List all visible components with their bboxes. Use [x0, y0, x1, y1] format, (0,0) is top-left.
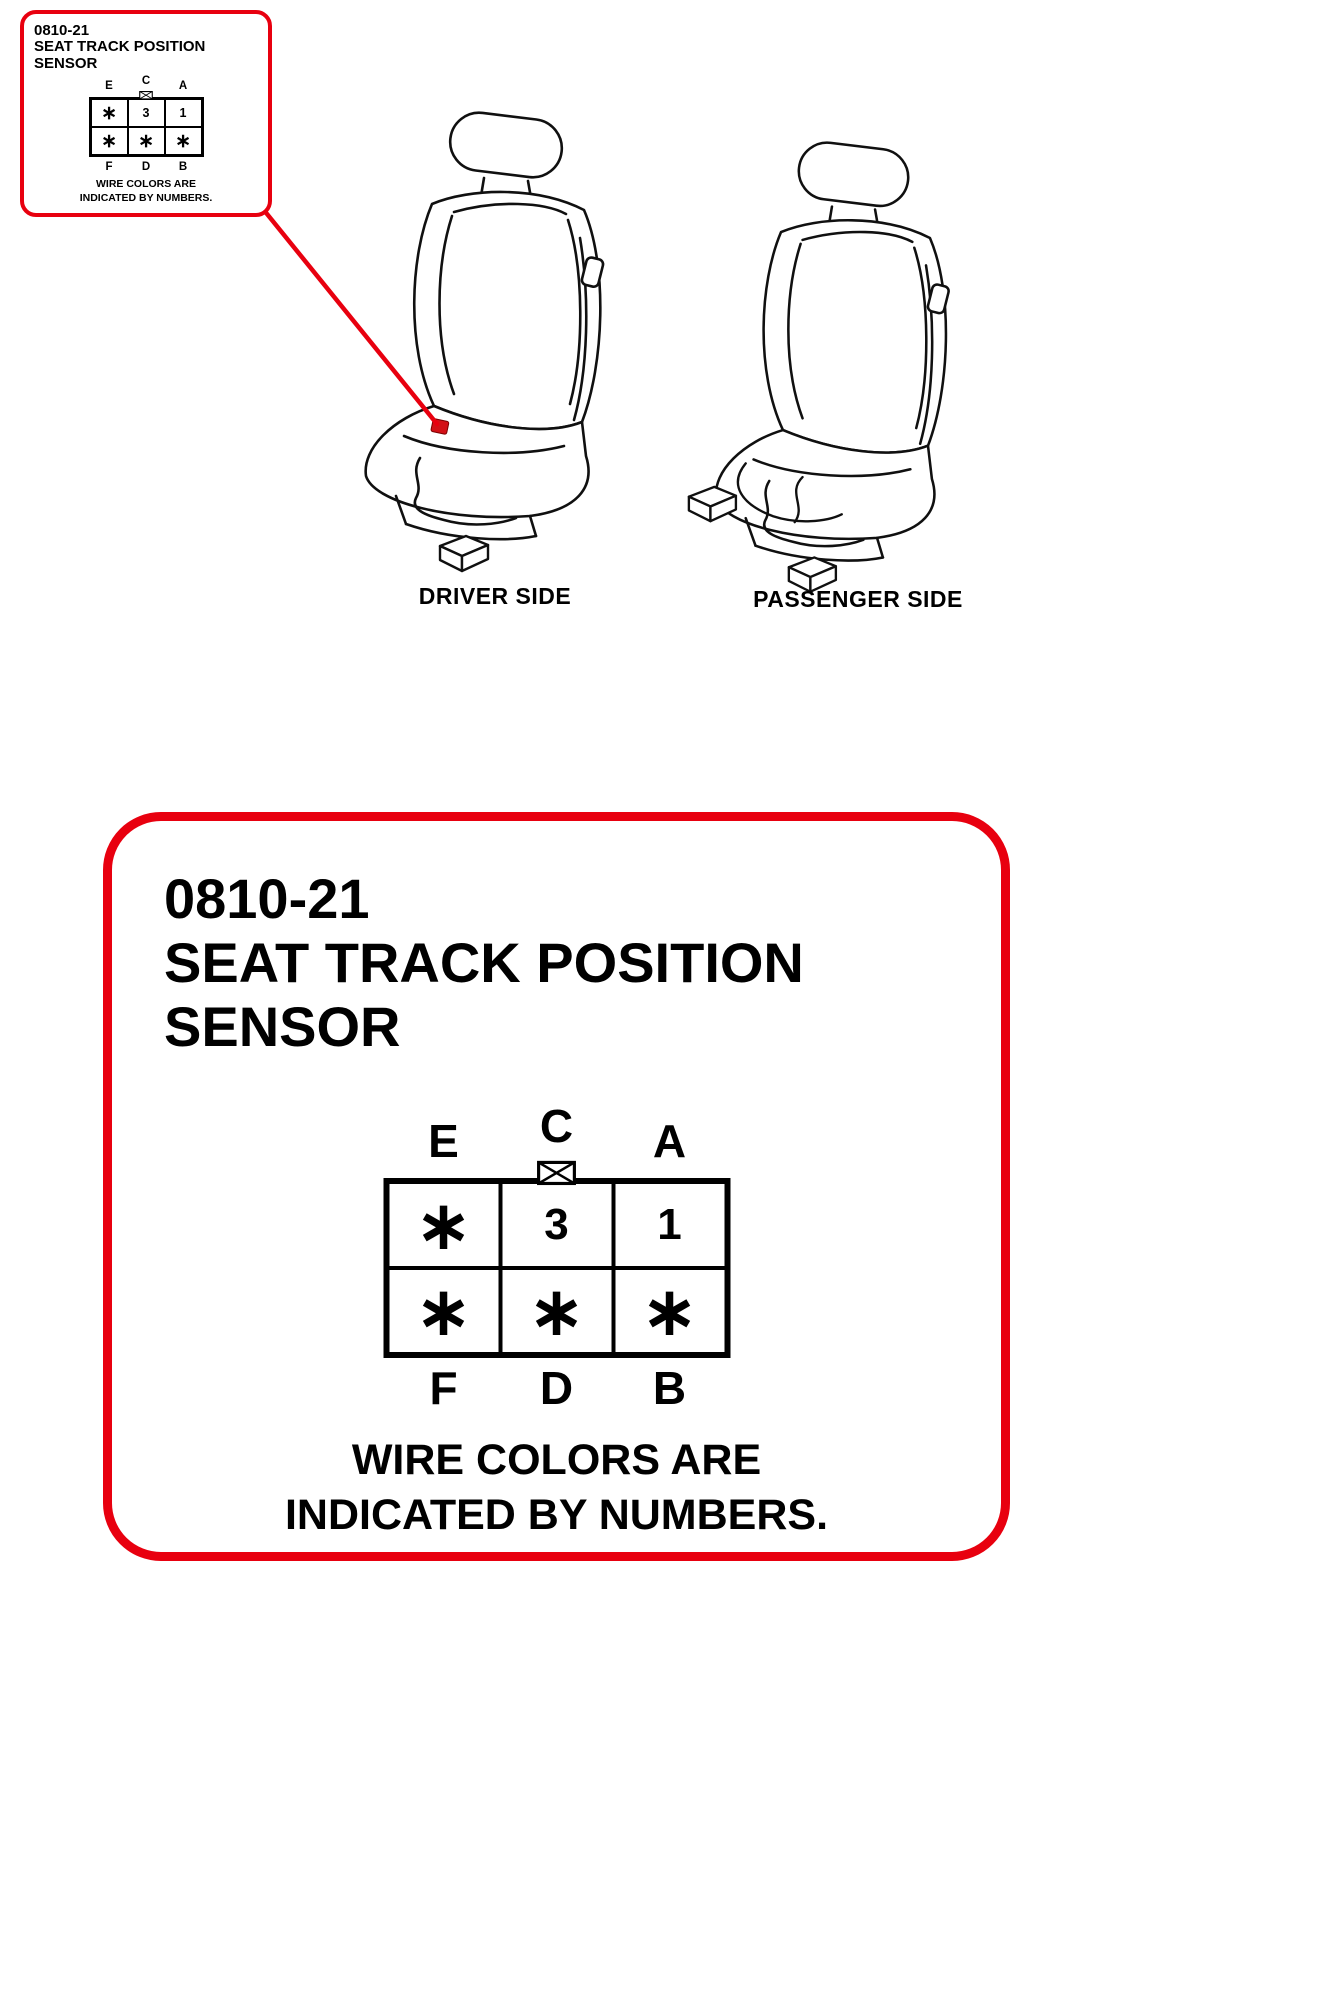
main-title-line2: SENSOR [164, 994, 401, 1058]
seats-illustration [260, 0, 1317, 660]
inset-connector-pinout: E C A ∗ 3 1 ∗ ∗ ∗ F [34, 75, 258, 173]
main-heading: 0810-21 SEAT TRACK POSITION SENSOR [164, 867, 804, 1058]
pin-cell-f: ∗ [387, 1268, 500, 1355]
pin-label-a: A [178, 79, 188, 92]
inset-note: WIRE COLORS ARE INDICATED BY NUMBERS. [34, 178, 258, 205]
main-pin-bottom-labels: F D B [387, 1362, 726, 1415]
pin-label-d: D [539, 1362, 574, 1415]
pin-cell-d: ∗ [500, 1268, 613, 1355]
main-note-line1: WIRE COLORS ARE [351, 1436, 762, 1484]
inset-pin-top-labels: E C A [91, 75, 202, 92]
pin-label-c: C [141, 74, 151, 87]
inset-title-line2: SENSOR [34, 55, 98, 73]
driver-side-label: DRIVER SIDE [418, 583, 572, 609]
inset-note-line2: INDICATED BY NUMBERS. [79, 191, 213, 204]
main-note-line2: INDICATED BY NUMBERS. [284, 1490, 829, 1539]
inset-pin-bottom-labels: F D B [91, 161, 202, 173]
pin-label-a: A [652, 1115, 687, 1167]
passenger-side-label: PASSENGER SIDE [753, 586, 963, 612]
driver-seat [366, 109, 604, 571]
main-pin-top-labels: E C A [387, 1102, 726, 1167]
pin-label-e: E [428, 1115, 459, 1167]
main-pin-grid: ∗ 3 1 ∗ ∗ ∗ [383, 1178, 730, 1359]
pin-label-b: B [178, 160, 188, 173]
inset-note-line1: WIRE COLORS ARE [96, 177, 196, 190]
pin-label-f: F [429, 1362, 458, 1415]
main-connector-pinout: E C A ∗ 3 1 ∗ ∗ ∗ F [383, 1102, 730, 1415]
pin-label-f: F [105, 160, 113, 173]
pin-cell-a: 1 [613, 1182, 726, 1269]
pin-cell-b: ∗ [164, 126, 202, 155]
pin-cell-c: 3 [127, 98, 165, 127]
inset-pin-grid-wrap: ∗ 3 1 ∗ ∗ ∗ [88, 90, 204, 157]
passenger-seat [687, 139, 950, 591]
inset-pin-grid: ∗ 3 1 ∗ ∗ ∗ [88, 96, 204, 157]
pin-cell-f: ∗ [90, 126, 128, 155]
pin-cell-d: ∗ [127, 126, 165, 155]
main-callout-box: 0810-21 SEAT TRACK POSITION SENSOR E C A… [103, 812, 1010, 1561]
connector-index-icon [537, 1161, 576, 1186]
pin-cell-e: ∗ [90, 98, 128, 127]
pin-cell-b: ∗ [613, 1268, 726, 1355]
passenger-harness [736, 462, 843, 524]
pin-cell-e: ∗ [387, 1182, 500, 1269]
inset-code: 0810-21 [34, 22, 90, 39]
pin-cell-a: 1 [164, 98, 202, 127]
pin-label-e: E [105, 79, 113, 92]
main-title-line1: SEAT TRACK POSITION [164, 930, 804, 994]
main-note: WIRE COLORS ARE INDICATED BY NUMBERS. [112, 1433, 1001, 1542]
main-pin-grid-wrap: ∗ 3 1 ∗ ∗ ∗ [383, 1161, 730, 1359]
pin-cell-c: 3 [500, 1182, 613, 1269]
pin-label-d: D [141, 160, 151, 173]
connector-index-icon [139, 90, 153, 100]
pin-label-b: B [652, 1362, 687, 1415]
main-code: 0810-21 [164, 867, 370, 930]
callout-leader-line [260, 206, 440, 427]
inset-callout-box: 0810-21 SEAT TRACK POSITION SENSOR E C A… [20, 10, 272, 218]
inset-title-line1: SEAT TRACK POSITION [34, 38, 206, 56]
pin-label-c: C [539, 1100, 574, 1152]
